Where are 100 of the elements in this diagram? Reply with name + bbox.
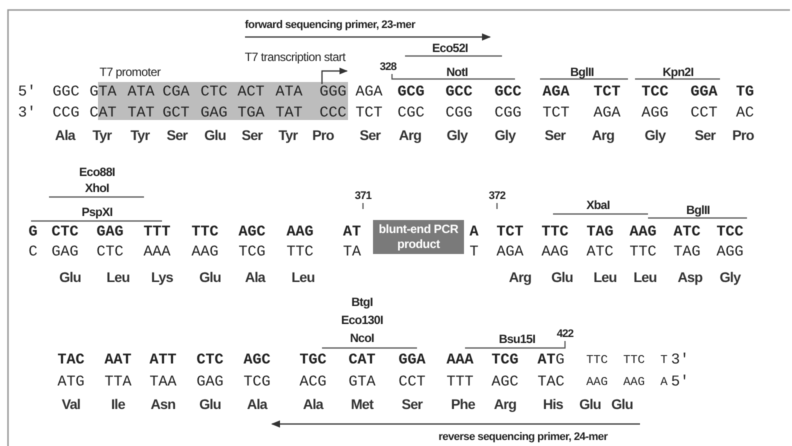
amino-acid-label: Leu — [291, 269, 315, 285]
position-number: 372 — [488, 190, 506, 202]
amino-acid-label: Ser — [166, 127, 188, 143]
sequence-text: AAG — [623, 375, 645, 389]
sequence-text: CCG — [52, 104, 80, 122]
sequence-text: GAG — [196, 374, 224, 390]
amino-acid-label: Gly — [446, 127, 468, 143]
amino-acid-label: Leu — [106, 269, 130, 285]
sequence-text: TTT — [446, 374, 474, 390]
enzyme-name: XhoI — [85, 181, 109, 195]
sequence-text: CCC — [320, 104, 346, 122]
sequence-text: CGG — [494, 104, 522, 122]
amino-acid-label: Met — [350, 396, 374, 412]
amino-acid-label: Asp — [678, 269, 702, 285]
sequence-text: AGC — [244, 352, 270, 368]
sequence-text: A — [470, 224, 478, 240]
sequence-text: TTC — [623, 353, 645, 367]
amino-acid-label: Ala — [303, 396, 323, 412]
enzyme-name: Eco88I — [79, 165, 115, 179]
enzyme-name: BtgI — [351, 295, 373, 309]
sequence-text: TTA — [104, 374, 132, 390]
amino-acid-label: Arg — [398, 127, 422, 143]
amino-acid-label: Ser — [544, 127, 566, 143]
amino-acid-label: Gly — [494, 127, 516, 143]
sequence-text: TTT — [144, 224, 170, 240]
sequence-text: CCT — [690, 104, 718, 122]
sequence-text: GGC — [52, 84, 80, 100]
enzyme-name: Eco52I — [432, 41, 468, 55]
sequence-text: AAG — [586, 375, 608, 389]
amino-acid-label: Leu — [593, 269, 617, 285]
sequence-text: T — [470, 244, 478, 260]
enzyme-name: PspXI — [82, 205, 112, 219]
amino-acid-label: Ser — [694, 127, 716, 143]
sequence-text: ATC — [674, 224, 700, 240]
sequence-text: 5′ — [18, 84, 36, 100]
sequence-text: CAT — [348, 352, 376, 368]
sequence-text: ATA — [276, 84, 302, 100]
sequence-text: ATT — [150, 352, 176, 368]
sequence-text: TA — [343, 244, 361, 260]
sequence-text: AAA — [144, 244, 170, 260]
sequence-text: TTC — [286, 244, 314, 260]
amino-acid-label: Ala — [55, 127, 75, 143]
highlighted-insert-box: blunt-end PCR product — [373, 220, 464, 254]
sequence-text: TCC — [642, 84, 668, 100]
sequence-text: GTA — [348, 374, 376, 390]
sequence-text: 5′ — [671, 374, 689, 390]
position-number: 371 — [354, 190, 372, 202]
sequence-text: TGA — [238, 104, 264, 122]
amino-acid-label: Glu — [199, 269, 221, 285]
amino-acid-label: Pro — [312, 127, 334, 143]
amino-acid-label: Glu — [204, 127, 226, 143]
amino-acid-label: Glu — [199, 396, 221, 412]
amino-acid-label: Phe — [451, 396, 475, 412]
annotation-text: reverse sequencing primer, 24-mer — [438, 431, 608, 443]
sequence-text: AT — [343, 224, 361, 240]
sequence-text: AGG — [716, 244, 744, 260]
sequence-text: AGC — [238, 224, 266, 240]
sequence-text: GGA — [398, 352, 426, 368]
sequence-text: T — [660, 353, 668, 367]
sequence-text: TCC — [716, 224, 744, 240]
sequence-text: C — [28, 244, 38, 260]
annotation-text: T7 promoter — [100, 65, 160, 79]
amino-acid-label: Ala — [245, 269, 265, 285]
sequence-text: TCG — [244, 374, 270, 390]
sequence-text: AGA — [594, 104, 620, 122]
annotation-text: T7 transcription start — [244, 50, 346, 64]
sequence-text: ATA — [128, 84, 154, 100]
amino-acid-label: Glu — [611, 396, 633, 412]
amino-acid-label: Tyr — [92, 127, 112, 143]
amino-acid-label: Arg — [508, 269, 532, 285]
sequence-text: TAG — [586, 224, 614, 240]
sequence-text: ACG — [300, 374, 326, 390]
sequence-text: CAT — [90, 104, 116, 122]
sequence-text: AAG — [542, 244, 568, 260]
sequence-text: TTC — [630, 244, 656, 260]
sequence-text: AAA — [446, 352, 474, 368]
amino-acid-label: Glu — [579, 396, 601, 412]
sequence-text: AAG — [192, 244, 218, 260]
sequence-text: TG — [736, 84, 754, 100]
sequence-text: AGA — [496, 244, 524, 260]
sequence-text: GGG — [320, 84, 346, 100]
sequence-text: AAG — [630, 224, 656, 240]
enzyme-name: BglII — [570, 65, 594, 79]
amino-acid-label: Ile — [111, 396, 125, 412]
sequence-text: 3′ — [18, 104, 36, 122]
enzyme-name: Bsu15I — [498, 332, 536, 346]
sequence-text: TAA — [150, 374, 176, 390]
sequence-text: G — [28, 224, 38, 240]
amino-acid-label: Gly — [644, 127, 666, 143]
sequence-text: TCT — [356, 104, 382, 122]
annotation-text: forward sequencing primer, 23-mer — [244, 19, 416, 31]
amino-acid-label: Arg — [592, 127, 614, 143]
sequence-text: A — [660, 375, 668, 389]
sequence-text: TCG — [238, 244, 266, 260]
sequence-text: CGG — [446, 104, 472, 122]
sequence-text: CGA — [162, 84, 190, 100]
amino-acid-label: Glu — [59, 269, 81, 285]
sequence-text: CTC — [52, 224, 78, 240]
sequence-text: AGC — [492, 374, 518, 390]
sequence-text: CTC — [196, 352, 224, 368]
